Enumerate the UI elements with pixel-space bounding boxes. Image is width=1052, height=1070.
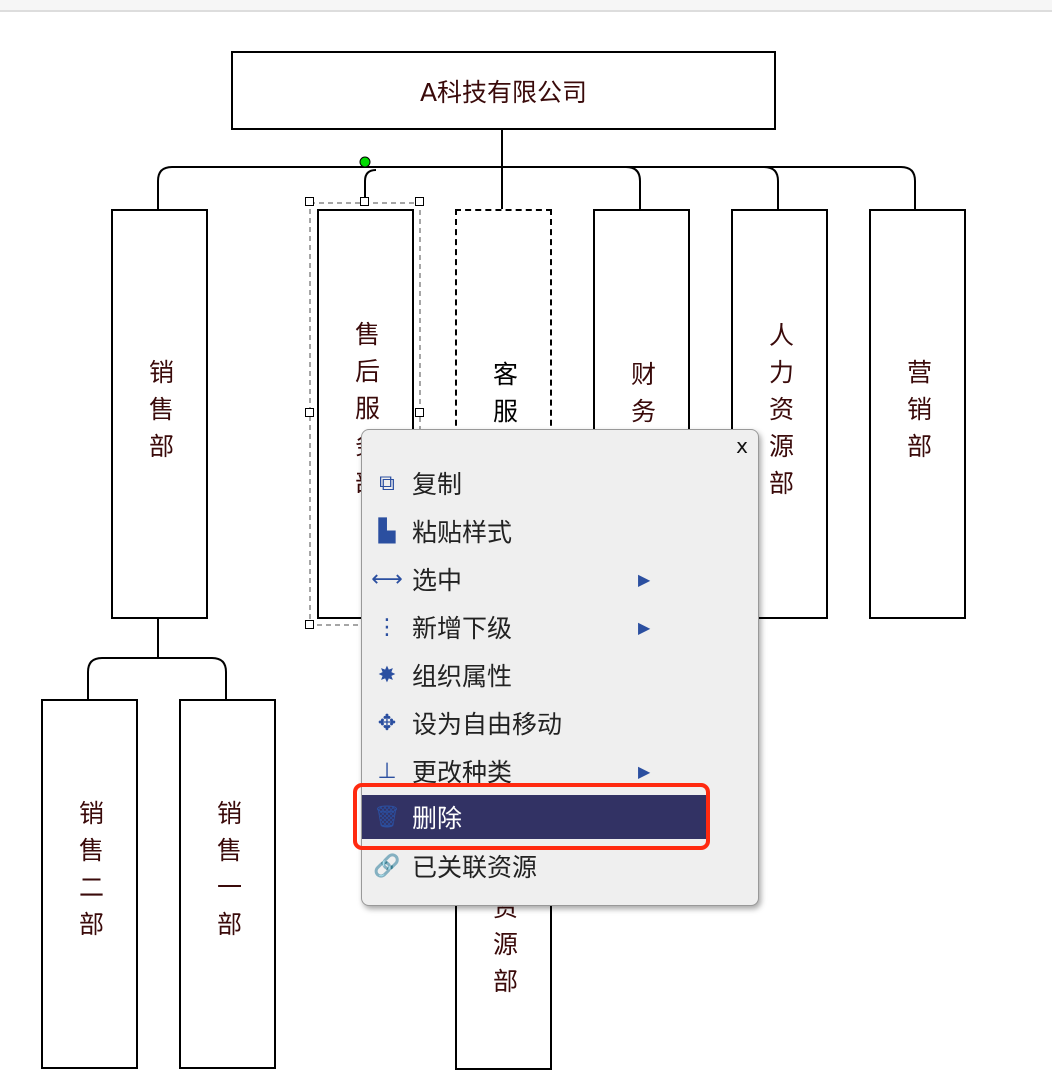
org-node-sales-2[interactable]: 销售二部 bbox=[41, 699, 138, 1069]
resize-handle[interactable] bbox=[415, 197, 424, 206]
menu-item-add-child[interactable]: ⋮新增下级▶ bbox=[362, 605, 758, 649]
org-node-resources[interactable]: 资源部 bbox=[455, 880, 552, 1070]
resize-handle[interactable] bbox=[415, 408, 424, 417]
submenu-arrow-icon: ▶ bbox=[638, 617, 651, 637]
highlight-box bbox=[353, 783, 710, 850]
context-menu: x ⧉复制 ▙粘贴样式 ⟷选中▶ ⋮新增下级▶ ✸组织属性 ✥设为自由移动 ⊥更… bbox=[361, 429, 759, 906]
menu-item-copy[interactable]: ⧉复制 bbox=[362, 461, 758, 505]
move-icon: ✥ bbox=[377, 710, 397, 736]
org-chart-icon: ⊥ bbox=[377, 758, 397, 784]
menu-item-linked-resources[interactable]: 🔗已关联资源 bbox=[373, 853, 538, 882]
node-label: A科技有限公司 bbox=[419, 77, 588, 107]
connection-anchor[interactable] bbox=[359, 156, 371, 168]
org-node-root[interactable]: A科技有限公司 bbox=[231, 51, 776, 130]
menu-item-org-properties[interactable]: ✸组织属性 bbox=[362, 653, 758, 697]
top-bar bbox=[0, 0, 1052, 12]
resize-handle[interactable] bbox=[305, 408, 314, 417]
resize-handle[interactable] bbox=[305, 620, 314, 629]
menu-item-delete[interactable]: 🗑删除 bbox=[362, 795, 710, 839]
menu-item-paste-style[interactable]: ▙粘贴样式 bbox=[362, 509, 758, 553]
gear-icon: ✸ bbox=[377, 662, 397, 688]
org-node-marketing[interactable]: 营销部 bbox=[869, 209, 966, 619]
paste-style-icon: ▙ bbox=[378, 518, 396, 544]
submenu-arrow-icon: ▶ bbox=[638, 761, 651, 781]
org-node-sales[interactable]: 销售部 bbox=[111, 209, 208, 619]
close-button[interactable]: x bbox=[736, 434, 748, 458]
copy-icon: ⧉ bbox=[379, 470, 395, 496]
vertical-dots-icon: ⋮ bbox=[376, 614, 398, 640]
menu-item-change-type[interactable]: ⊥更改种类▶ bbox=[362, 749, 758, 793]
resize-handle[interactable] bbox=[305, 197, 314, 206]
menu-item-select[interactable]: ⟷选中▶ bbox=[371, 566, 651, 595]
horizontal-arrows-icon: ⟷ bbox=[371, 566, 403, 592]
menu-item-free-move[interactable]: ✥设为自由移动 bbox=[362, 701, 758, 745]
submenu-arrow-icon: ▶ bbox=[638, 569, 651, 589]
resize-handle[interactable] bbox=[360, 197, 369, 206]
link-icon: 🔗 bbox=[373, 853, 401, 879]
trash-icon: 🗑 bbox=[373, 804, 401, 830]
org-node-sales-1[interactable]: 销售一部 bbox=[179, 699, 276, 1069]
